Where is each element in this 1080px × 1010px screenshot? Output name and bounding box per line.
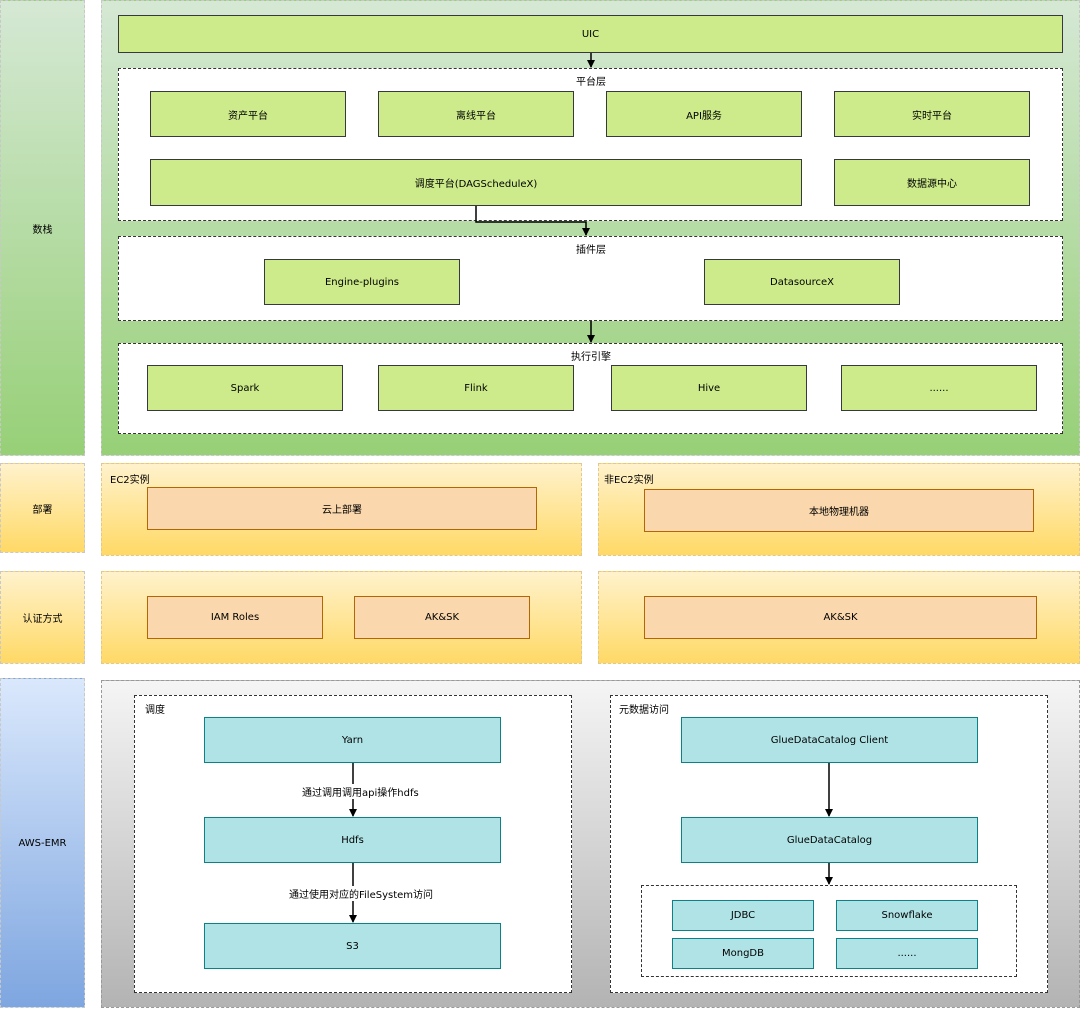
flink-box: Flink (378, 365, 574, 411)
glue-client-box: GlueDataCatalog Client (681, 717, 978, 763)
datasourcex-label: DatasourceX (770, 276, 834, 288)
hdfs-box: Hdfs (204, 817, 501, 863)
datasourcex-box: DatasourceX (704, 259, 900, 305)
uic-label: UIC (581, 28, 600, 40)
glue-catalog-box: GlueDataCatalog (681, 817, 978, 863)
hive-label: Hive (697, 382, 721, 394)
s3-label: S3 (346, 940, 359, 952)
local-machine-label: 本地物理机器 (809, 507, 869, 518)
glue-catalog-label: GlueDataCatalog (786, 834, 873, 846)
platform-layer-title: 平台层 (576, 77, 606, 88)
category-aws-emr-label: AWS-EMR (18, 837, 67, 849)
snowflake-label: Snowflake (881, 910, 933, 921)
mongdb-label: MongDB (722, 948, 764, 959)
jdbc-box: JDBC (672, 900, 814, 931)
mongdb-box: MongDB (672, 938, 814, 969)
plugin-layer-title: 插件层 (576, 245, 606, 256)
api-service-label: API服务 (686, 110, 722, 122)
asset-platform-label: 资产平台 (228, 110, 268, 122)
yarn-label: Yarn (341, 734, 364, 746)
category-shuzhan: 数栈 (0, 0, 85, 456)
schedule-group-title: 调度 (145, 705, 165, 716)
engine-plugins-label: Engine-plugins (324, 276, 400, 288)
flink-label: Flink (464, 382, 488, 394)
more-engines-label: ...... (929, 382, 949, 394)
s3-box: S3 (204, 923, 501, 969)
yarn-box: Yarn (204, 717, 501, 763)
category-deploy-label: 部署 (32, 504, 53, 516)
uic-box: UIC (118, 15, 1063, 53)
category-auth: 认证方式 (0, 571, 85, 664)
metadata-group-title: 元数据访问 (619, 705, 669, 716)
aksk-non-ec2-label: AK&SK (823, 612, 858, 623)
category-aws-emr: AWS-EMR (0, 678, 85, 1008)
edge-label-hdfs-s3: 通过使用对应的FileSystem访问 (287, 886, 436, 901)
glue-client-label: GlueDataCatalog Client (770, 734, 889, 746)
category-deploy: 部署 (0, 463, 85, 553)
aksk-ec2-label: AK&SK (424, 612, 460, 623)
iam-roles-label: IAM Roles (210, 612, 260, 623)
scheduler-box: 调度平台(DAGScheduleX) (150, 159, 802, 206)
spark-label: Spark (230, 382, 260, 394)
offline-platform-box: 离线平台 (378, 91, 574, 137)
deploy-ec2-title: EC2实例 (110, 475, 150, 486)
cloud-deploy-label: 云上部署 (322, 505, 362, 516)
deploy-non-ec2-title: 非EC2实例 (604, 475, 654, 486)
engine-layer-title: 执行引擎 (571, 352, 611, 363)
aksk-ec2-box: AK&SK (354, 596, 530, 639)
category-auth-label: 认证方式 (22, 614, 63, 625)
iam-roles-box: IAM Roles (147, 596, 323, 639)
spark-box: Spark (147, 365, 343, 411)
category-shuzhan-label: 数栈 (32, 224, 53, 236)
arrow-scheduler-to-plugin (475, 206, 590, 236)
more-engines-box: ...... (841, 365, 1037, 411)
snowflake-box: Snowflake (836, 900, 978, 931)
aksk-non-ec2-box: AK&SK (644, 596, 1037, 639)
realtime-platform-box: 实时平台 (834, 91, 1030, 137)
local-machine-box: 本地物理机器 (644, 489, 1034, 532)
more-sources-label: ...... (897, 948, 917, 959)
realtime-platform-label: 实时平台 (912, 110, 952, 122)
datasource-center-label: 数据源中心 (907, 179, 957, 190)
datasource-center-box: 数据源中心 (834, 159, 1030, 206)
engine-plugins-box: Engine-plugins (264, 259, 460, 305)
api-service-box: API服务 (606, 91, 802, 137)
edge-label-yarn-hdfs: 通过调用调用api操作hdfs (300, 784, 421, 799)
jdbc-label: JDBC (730, 910, 756, 921)
hdfs-label: Hdfs (341, 834, 364, 846)
scheduler-label: 调度平台(DAGScheduleX) (414, 179, 538, 190)
hive-box: Hive (611, 365, 807, 411)
cloud-deploy-box: 云上部署 (147, 487, 537, 530)
asset-platform-box: 资产平台 (150, 91, 346, 137)
more-sources-box: ...... (836, 938, 978, 969)
offline-platform-label: 离线平台 (456, 110, 496, 122)
